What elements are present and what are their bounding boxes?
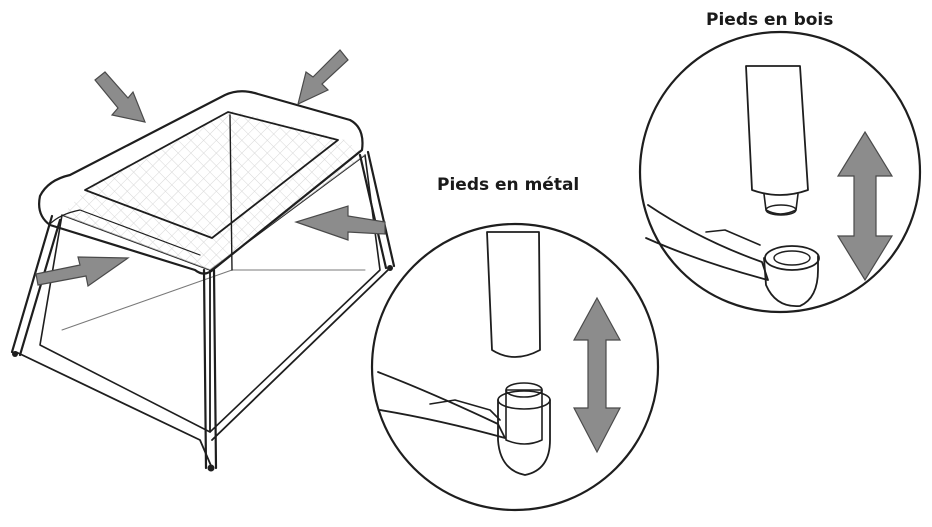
wood-feet-detail [638,30,922,314]
metal-feet-detail [370,222,660,512]
metal-feet-circle [370,222,660,512]
wood-socket [763,255,819,308]
playard-base [15,267,391,469]
playard-leg-left [10,214,62,357]
playard-mesh-right [209,154,381,433]
playard-leg-right [358,150,396,270]
playard-inner-post [229,114,233,271]
double-arrow-icon [836,130,894,282]
metal-frame-tube [377,371,506,439]
metal-pole [486,231,541,358]
arrow-icon [35,49,386,288]
metal-feet-label: Pieds en métal [437,175,580,195]
playard-top-opening [84,111,339,239]
wood-pole [745,65,809,196]
playard-mesh-back [62,110,365,270]
metal-connector [505,389,543,445]
playard-leg-front [202,268,218,470]
metal-socket [497,399,551,476]
playard-top-rail [38,90,364,275]
double-arrow-icon [572,296,622,454]
wood-feet-circle [638,30,922,314]
wood-frame-tube [645,204,769,281]
playard-illustration [10,49,396,472]
wood-feet-label: Pieds en bois [706,10,834,30]
